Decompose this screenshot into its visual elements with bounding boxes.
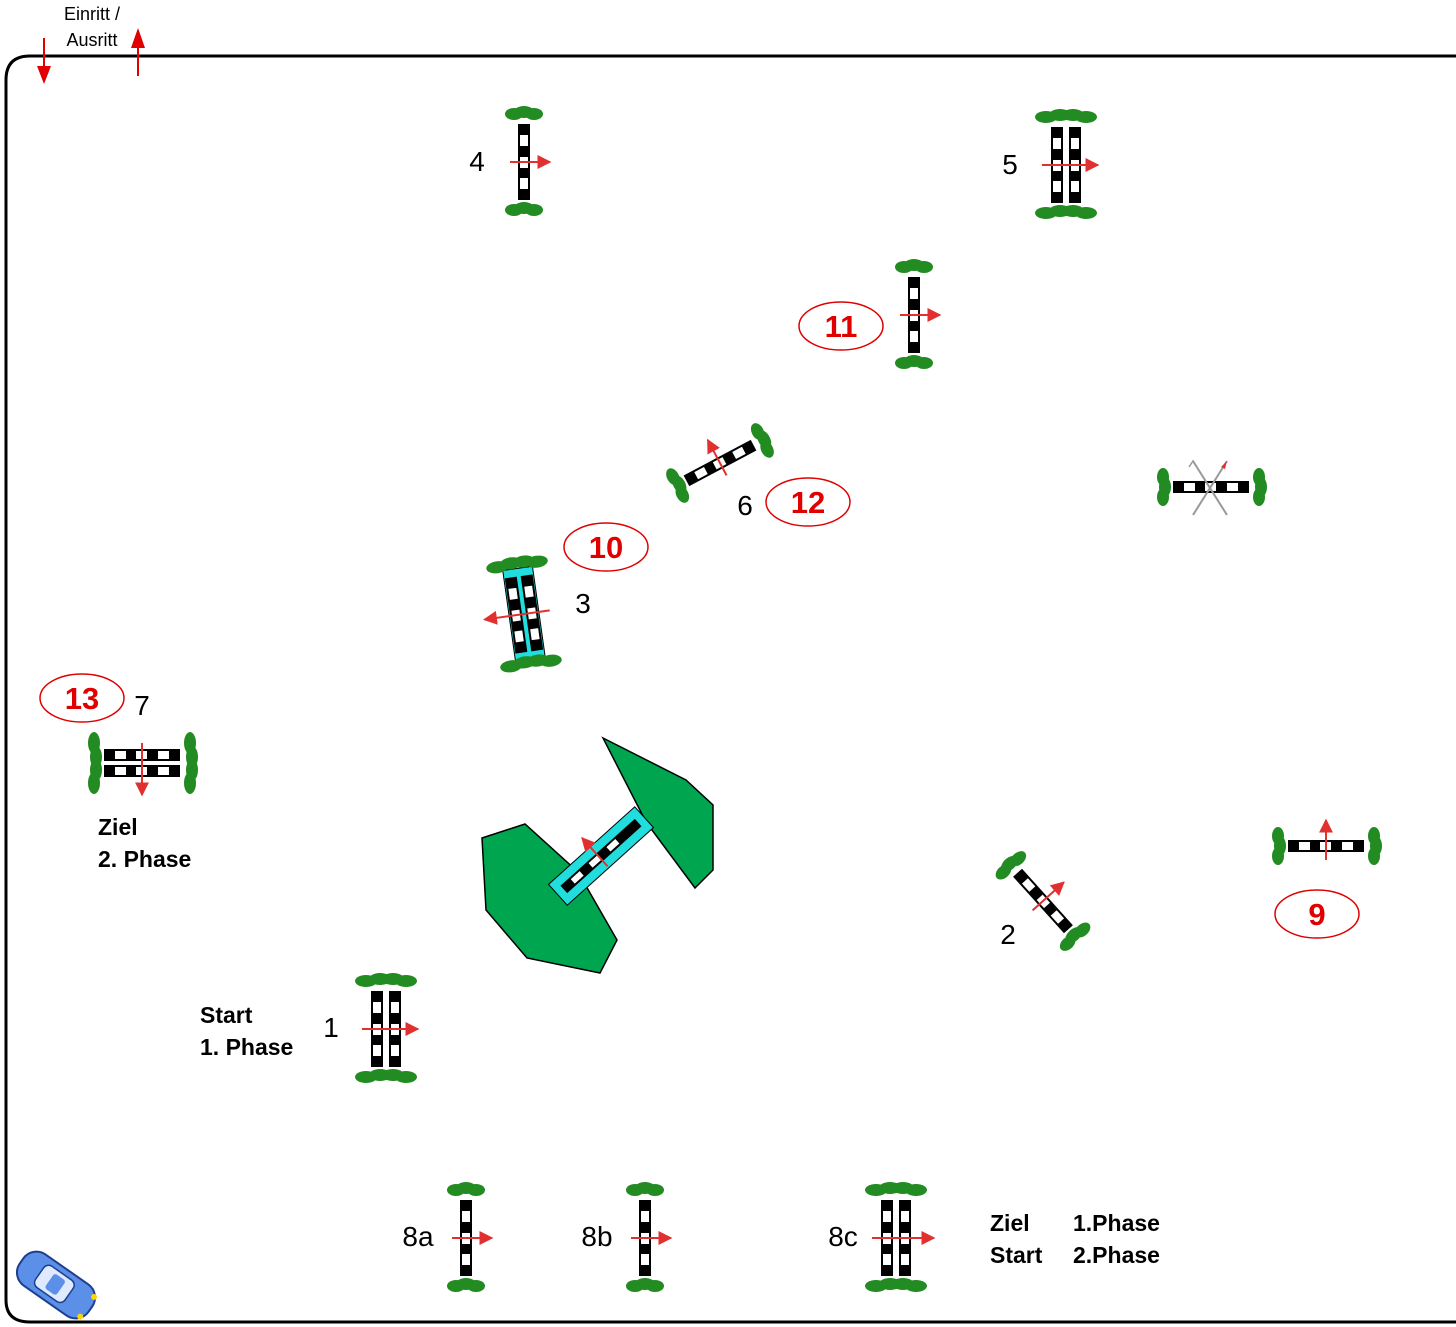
obstacle-6 bbox=[663, 419, 779, 506]
crossed-out-obstacle-icon bbox=[1157, 459, 1267, 516]
entrance-label-line1: Einritt / bbox=[64, 4, 120, 24]
obstacle-number-4: 4 bbox=[469, 146, 485, 177]
obstacle-7 bbox=[88, 732, 198, 797]
svg-text:9: 9 bbox=[1308, 897, 1325, 932]
ziel-word: Ziel bbox=[990, 1210, 1030, 1236]
svg-text:12: 12 bbox=[791, 485, 825, 520]
obstacle-5 bbox=[1035, 109, 1100, 219]
svg-text:13: 13 bbox=[65, 681, 99, 716]
entrance-marker: Einritt / Ausritt bbox=[37, 4, 145, 84]
obstacle-number-7: 7 bbox=[134, 690, 150, 721]
phase1-word: 1.Phase bbox=[1073, 1210, 1160, 1236]
phase2-number-12: 12 bbox=[765, 477, 851, 527]
obstacle-8c bbox=[865, 1182, 936, 1292]
obstacle-number-3: 3 bbox=[575, 588, 591, 619]
obstacle-number-2: 2 bbox=[1000, 919, 1016, 950]
phase2-number-11: 11 bbox=[798, 301, 884, 351]
start-1-phase-line1: Start bbox=[200, 1002, 253, 1028]
obstacle-3 bbox=[483, 552, 563, 674]
obstacle-number-8b: 8b bbox=[581, 1221, 612, 1252]
phase2-word: 2.Phase bbox=[1073, 1242, 1160, 1268]
start-word: Start bbox=[990, 1242, 1043, 1268]
obstacle-2 bbox=[991, 846, 1094, 954]
obstacle-number-8c: 8c bbox=[828, 1221, 858, 1252]
car-icon bbox=[15, 1250, 98, 1320]
arena-border bbox=[4, 54, 1456, 1324]
svg-text:11: 11 bbox=[825, 309, 858, 344]
phase2-number-10: 10 bbox=[563, 522, 649, 572]
phase2-number-9: 9 bbox=[1274, 889, 1360, 939]
ziel-2-phase-line1: Ziel bbox=[98, 814, 138, 840]
obstacle-number-1: 1 bbox=[323, 1012, 339, 1043]
entrance-arrow-icon bbox=[37, 38, 51, 84]
obstacle-4 bbox=[505, 106, 552, 216]
obstacle-number-6: 6 bbox=[737, 490, 753, 521]
ziel-2-phase-line2: 2. Phase bbox=[98, 846, 191, 872]
obstacle-8b bbox=[626, 1182, 673, 1292]
start-1-phase-line2: 1. Phase bbox=[200, 1034, 293, 1060]
phase2-number-13: 13 bbox=[39, 673, 125, 723]
obstacle-11 bbox=[895, 259, 942, 369]
exit-arrow-icon bbox=[131, 28, 145, 76]
svg-text:10: 10 bbox=[589, 530, 623, 565]
mound-water-obstacle bbox=[481, 736, 714, 974]
obstacle-number-5: 5 bbox=[1002, 149, 1018, 180]
obstacle-8a bbox=[447, 1182, 494, 1292]
obstacle-number-8a: 8a bbox=[402, 1221, 434, 1252]
obstacle-1 bbox=[355, 973, 420, 1083]
entrance-label-line2: Ausritt bbox=[66, 30, 117, 50]
obstacle-9 bbox=[1272, 818, 1382, 865]
